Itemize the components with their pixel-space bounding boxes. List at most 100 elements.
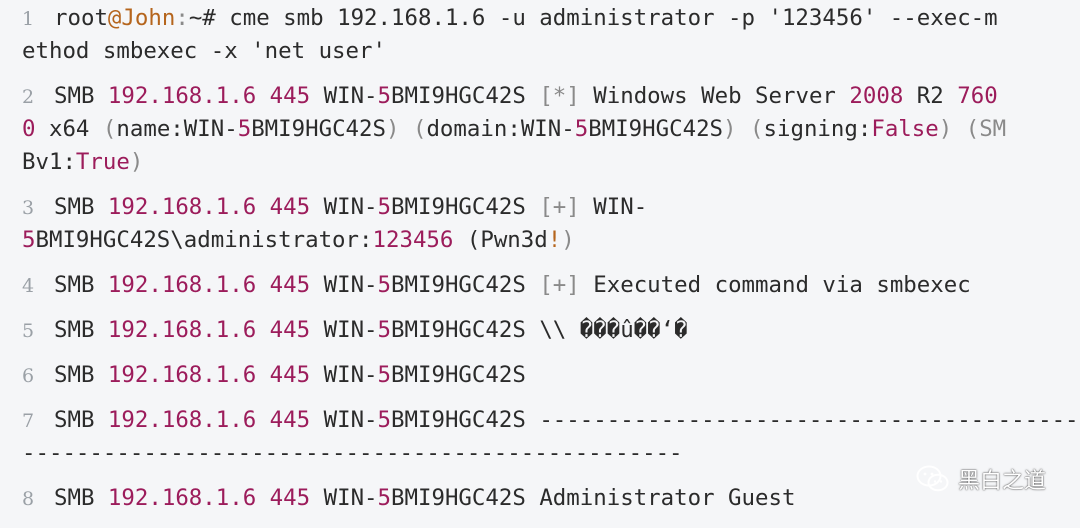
line-number: 1 <box>22 8 35 30</box>
code-row: Bv1:True) <box>22 146 1080 179</box>
code-row: 4 SMB 192.168.1.6 445 WIN-5BMI9HGC42S [+]… <box>22 269 1080 302</box>
line-number: 3 <box>22 197 35 219</box>
line-number: 8 <box>22 488 35 510</box>
code-token: domain:WIN- <box>426 116 575 142</box>
code-token: BMI9HGC42S Administrator Guest <box>391 485 796 511</box>
code-token: 192.168.1.6 445 <box>107 407 311 433</box>
line-number: 2 <box>22 86 35 108</box>
code-token: False <box>871 116 939 142</box>
code-row: ethod smbexec -x 'net user' <box>22 35 1080 68</box>
line-number: 7 <box>22 410 35 432</box>
code-token: root <box>54 5 108 31</box>
line-gap <box>22 392 1080 404</box>
code-token: BMI9HGC42S <box>251 116 386 142</box>
code-token: 5 <box>377 407 392 433</box>
watermark-text: 黑白之道 <box>957 469 1046 494</box>
code-token: SMB <box>54 272 108 298</box>
watermark: 黑白之道 <box>916 463 1046 495</box>
line-number: 4 <box>22 275 35 297</box>
code-token: SMB <box>54 194 108 220</box>
code-token: BMI9HGC42S <box>588 116 724 142</box>
code-token: WIN- <box>310 485 378 511</box>
code-token: signing: <box>763 116 872 142</box>
code-token: BMI9HGC42S <box>391 194 540 220</box>
code-token: [*] <box>539 83 580 109</box>
code-token: WIN- <box>310 317 378 343</box>
code-token: [+] <box>539 194 580 220</box>
code-token: 5 <box>377 317 392 343</box>
code-token: 192.168.1.6 445 <box>107 317 311 343</box>
code-token: WIN- <box>310 362 378 388</box>
line-number: 6 <box>22 365 35 387</box>
code-token: ~# cme smb 192.168.1.6 -u administrator … <box>188 5 998 31</box>
code-token: 192.168.1.6 445 <box>107 362 311 388</box>
code-token: 2008 <box>849 83 904 109</box>
code-token: ) ( <box>723 116 764 142</box>
line-number: 5 <box>22 320 35 342</box>
code-token: (Pwn3d <box>453 227 548 253</box>
code-line: 4 SMB 192.168.1.6 445 WIN-5BMI9HGC42S [+]… <box>22 269 1080 302</box>
code-row: 5BMI9HGC42S\administrator:123456 (Pwn3d!… <box>22 224 1080 257</box>
code-token: SMB <box>54 83 108 109</box>
code-token: ) ( <box>386 116 427 142</box>
line-gap <box>22 302 1080 314</box>
code-token: BMI9HGC42S <box>391 83 540 109</box>
code-line: 1 root@John:~# cme smb 192.168.1.6 -u adm… <box>22 2 1080 68</box>
line-gap <box>22 68 1080 80</box>
code-token: 760 <box>957 83 998 109</box>
code-token: WIN- <box>310 194 378 220</box>
code-token: BMI9HGC42S -----------------------------… <box>391 407 1080 433</box>
code-token: BMI9HGC42S <box>391 272 540 298</box>
code-token: BMI9HGC42S \\ ���û��‘� <box>391 317 688 343</box>
code-token: 192.168.1.6 445 <box>107 485 311 511</box>
code-token: name:WIN- <box>116 116 238 142</box>
line-gap <box>22 179 1080 191</box>
code-token: 5 <box>377 83 392 109</box>
code-token: @John <box>107 5 176 31</box>
code-token: 192.168.1.6 445 <box>107 83 311 109</box>
code-token: WIN- <box>579 194 648 220</box>
code-token: WIN- <box>310 272 378 298</box>
code-token: True <box>75 149 130 175</box>
code-token: BMI9HGC42S <box>391 362 526 388</box>
code-row: 0 x64 (name:WIN-5BMI9HGC42S) (domain:WIN… <box>22 113 1080 146</box>
code-token: Executed command via smbexec <box>579 272 971 298</box>
code-token: 5 <box>22 227 36 253</box>
code-token: 5 <box>574 116 589 142</box>
code-token: ethod smbexec -x 'net user' <box>22 38 386 64</box>
code-token: 0 <box>22 116 36 142</box>
code-token: 5 <box>377 272 392 298</box>
code-token: x64 <box>35 116 103 142</box>
code-token: ( <box>102 116 117 142</box>
code-token: 192.168.1.6 445 <box>107 272 311 298</box>
code-token: ! <box>547 227 562 253</box>
line-gap <box>22 257 1080 269</box>
code-token: ) <box>561 227 575 253</box>
code-token: 5 <box>377 485 392 511</box>
code-token: Bv1: <box>22 149 76 175</box>
code-token: ) (SM <box>938 116 1007 142</box>
code-token: SMB <box>54 485 108 511</box>
code-token: Windows Web Server <box>579 83 850 109</box>
code-row: 8 SMB 192.168.1.6 445 WIN-5BMI9HGC42S Adm… <box>22 482 1080 515</box>
code-token: WIN- <box>310 83 378 109</box>
code-row: 1 root@John:~# cme smb 192.168.1.6 -u adm… <box>22 2 1080 35</box>
wechat-icon <box>916 465 950 493</box>
code-token: ) <box>129 149 144 175</box>
code-token: BMI9HGC42S\administrator: <box>35 227 373 253</box>
code-line: 8 SMB 192.168.1.6 445 WIN-5BMI9HGC42S Adm… <box>22 482 1080 515</box>
code-token: [+] <box>539 272 580 298</box>
code-token: 5 <box>377 194 392 220</box>
code-token: 5 <box>237 116 252 142</box>
code-token: : <box>175 5 189 31</box>
code-token: ----------------------------------------… <box>22 440 683 466</box>
code-token: SMB <box>54 317 108 343</box>
